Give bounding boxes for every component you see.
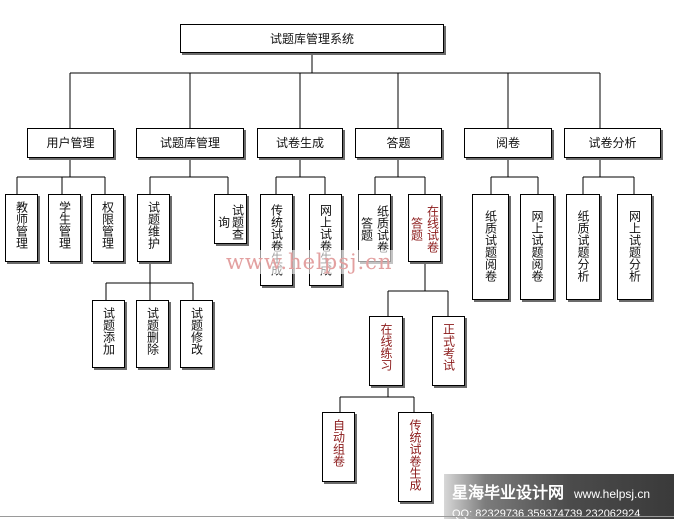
module-review: 阅卷 — [464, 128, 552, 158]
banner-site-url: www.helpsj.cn — [574, 487, 651, 501]
leaf-auto-compose-label: 自动组卷 — [331, 419, 346, 467]
root-node-label: 试题库管理系统 — [269, 31, 354, 46]
leaf-question-query-label: 试题查询 — [216, 204, 245, 240]
leaf-question-maintenance: 试题维护 — [137, 194, 170, 262]
module-question-bank: 试题库管理 — [136, 128, 244, 158]
root-node-title: 试题库管理系统 — [180, 24, 444, 53]
module-answer-label: 答题 — [386, 136, 411, 150]
leaf-delete-question-label: 试题删除 — [145, 307, 160, 355]
leaf-auto-compose: 自动组卷 — [322, 412, 355, 482]
leaf-modify-question: 试题修改 — [180, 300, 213, 368]
module-user: 用户管理 — [27, 128, 114, 158]
leaf-paper-answer-label: 纸质试卷答题 — [359, 205, 390, 253]
leaf-formal-exam-label: 正式考试 — [441, 323, 456, 371]
leaf-permission-mgmt: 权限管理 — [91, 194, 124, 262]
module-question-bank-label: 试题库管理 — [159, 136, 220, 150]
leaf-online-answer-label: 在线试卷答题 — [409, 205, 440, 253]
module-analysis: 试卷分析 — [564, 128, 661, 158]
leaf-modify-question-label: 试题修改 — [189, 307, 204, 355]
leaf-online-review: 网上试题阅卷 — [520, 194, 554, 300]
leaf-paper-review: 纸质试题阅卷 — [472, 194, 509, 300]
leaf-delete-question: 试题删除 — [136, 300, 169, 368]
leaf-teacher-mgmt: 教师管理 — [5, 194, 38, 262]
leaf-student-mgmt-label: 学生管理 — [57, 201, 72, 249]
site-banner: 星海毕业设计网 www.helpsj.cn QQ: 82329736 35937… — [444, 474, 674, 520]
banner-line: 星海毕业设计网 www.helpsj.cn — [452, 479, 674, 503]
watermark-text: www.helpsj.cn — [222, 250, 397, 274]
leaf-online-practice: 在线练习 — [369, 316, 403, 386]
leaf-online-answer: 在线试卷答题 — [408, 194, 441, 262]
module-paper-generation: 试卷生成 — [257, 128, 343, 158]
leaf-student-mgmt: 学生管理 — [48, 194, 81, 262]
leaf-question-query: 试题查询 — [214, 194, 247, 244]
module-analysis-label: 试卷分析 — [588, 136, 637, 150]
leaf-add-question: 试题添加 — [92, 300, 125, 368]
leaf-formal-exam: 正式考试 — [432, 316, 465, 386]
leaf-online-practice-label: 在线练习 — [379, 323, 393, 371]
leaf-teacher-mgmt-label: 教师管理 — [14, 201, 29, 249]
leaf-paper-analysis: 纸质试题分析 — [566, 194, 600, 300]
leaf-online-analysis-label: 网上试题分析 — [627, 210, 642, 282]
leaf-permission-mgmt-label: 权限管理 — [100, 201, 115, 249]
leaf-paper-analysis-label: 纸质试题分析 — [576, 210, 590, 282]
banner-qq-numbers: QQ: 82329736 359374739 232062924 — [452, 508, 641, 520]
leaf-question-maintenance-label: 试题维护 — [146, 201, 161, 249]
leaf-traditional-compose: 传统试卷生成 — [398, 412, 432, 502]
module-paper-generation-label: 试卷生成 — [275, 136, 324, 150]
banner-site-name: 星海毕业设计网 — [452, 485, 565, 502]
leaf-online-analysis: 网上试题分析 — [617, 194, 652, 300]
leaf-paper-review-label: 纸质试题阅卷 — [483, 210, 498, 282]
module-review-label: 阅卷 — [495, 136, 520, 150]
module-user-label: 用户管理 — [46, 136, 95, 150]
leaf-online-review-label: 网上试题阅卷 — [530, 210, 544, 282]
leaf-traditional-compose-label: 传统试卷生成 — [408, 419, 422, 491]
module-answer: 答题 — [355, 128, 442, 158]
bottom-divider — [0, 516, 674, 517]
leaf-add-question-label: 试题添加 — [101, 307, 116, 355]
